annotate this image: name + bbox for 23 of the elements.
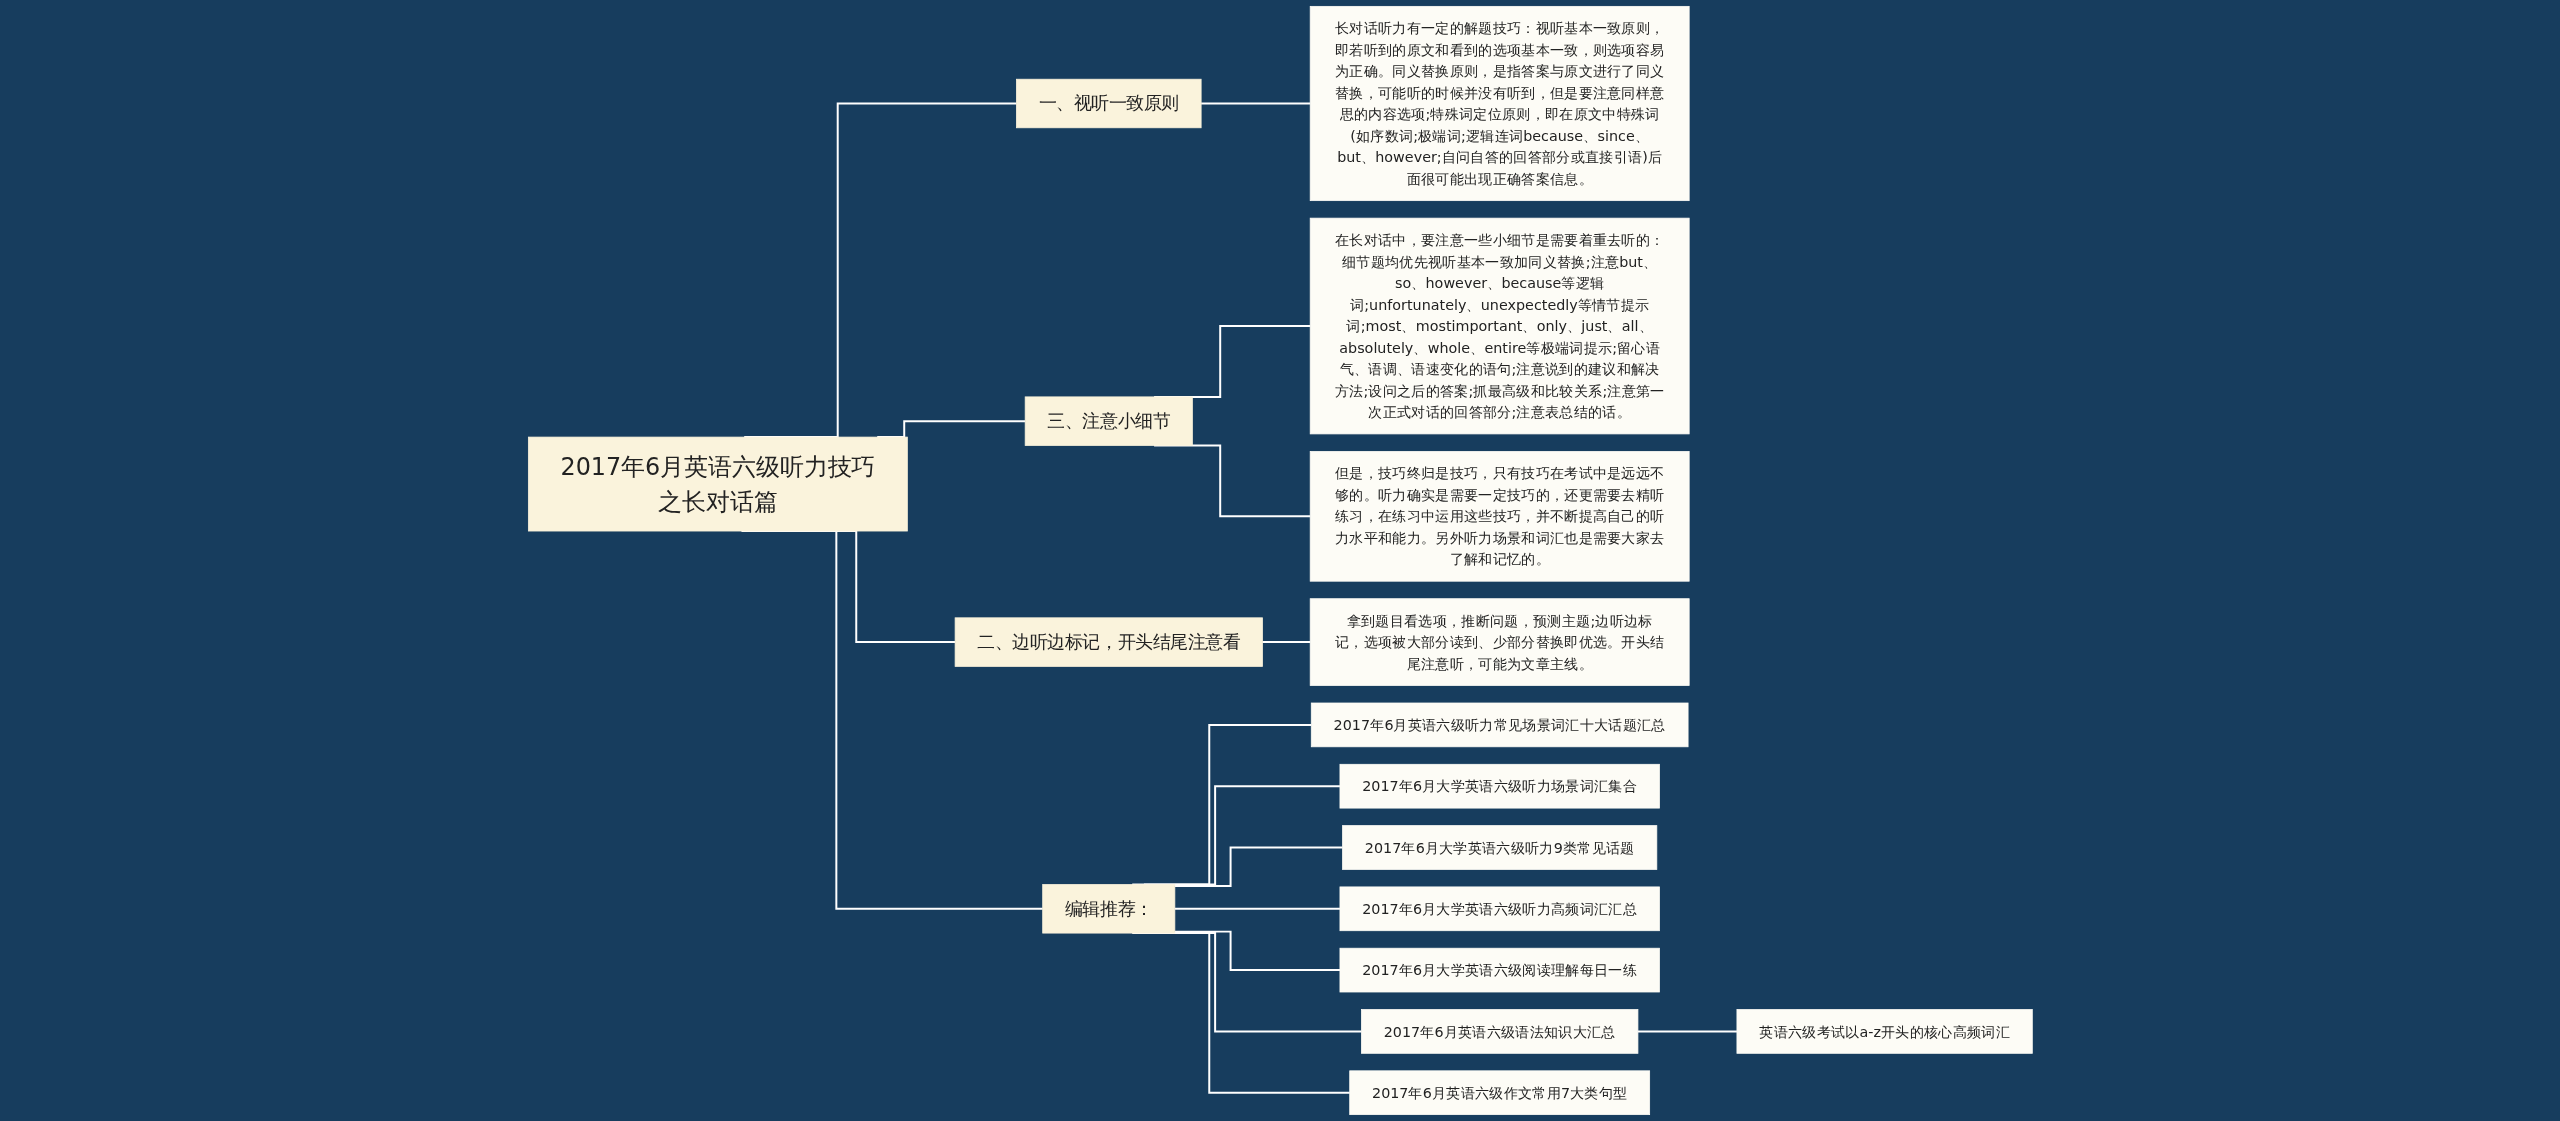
node-box: 英语六级考试以a-z开头的核心高频词汇 <box>1736 1009 2033 1054</box>
node-box: 2017年6月大学英语六级阅读理解每日一练 <box>1339 947 1660 993</box>
node-box: 拿到题目看选项，推断问题，预测主题;边听边标记，选项被大部分读到、少部分替换即优选。开头结尾注意听，可能为文章主线。 <box>1309 598 1690 686</box>
node-box: 2017年6月大学英语六级听力场景词汇集合 <box>1339 763 1660 809</box>
node-box: 2017年6月英语六级听力技巧之长对话篇 <box>527 436 908 532</box>
connector <box>1199 102 1311 105</box>
node-box: 三、注意小细节 <box>1024 396 1193 446</box>
node-box: 2017年6月大学英语六级听力9类常见话题 <box>1341 825 1657 870</box>
node-box: 二、边听边标记，开头结尾注意看 <box>954 617 1263 667</box>
connector <box>1261 641 1311 644</box>
node-box: 长对话听力有一定的解题技巧：视听基本一致原则，即若听到的原文和看到的选项基本一致，则选项容易为正确。同义替换原则，是指答案与原文进行了同义替换，可能听的时候并没有听到，但是要注意同样意思的内容选项;特殊词定位原则，即在原文中特殊词(如序数词;极端词;逻辑连词because、since、but、however;自问自答的回答部分或直接引语)后面很可能出现正确答案信息。 <box>1309 5 1690 202</box>
connector <box>1173 930 1341 972</box>
node-box: 编辑推荐： <box>1041 884 1175 934</box>
connector <box>1173 846 1344 887</box>
node-box: 在长对话中，要注意一些小细节是需要着重去听的：细节题均优先视听基本一致加同义替换;注意but、so、however、because等逻辑词;unfortunately、unexpectedly等情节提示词;most、mostimportant、only、just、all、absolutely、whole、entire等极端词提示;留心语气、语调、语速变化的语句;注意说到的建议和解决方法;设问之后的答案;抓最高级和比较关系;注意第一次正式对话的回答部分;注意表总结的话。 <box>1309 217 1690 435</box>
connector <box>1173 907 1341 910</box>
node-box: 2017年6月英语六级听力常见场景词汇十大话题汇总 <box>1310 702 1689 748</box>
node-box: 但是，技巧终归是技巧，只有技巧在考试中是远远不够的。听力确实是需要一定技巧的，还更需要去精听练习，在练习中运用这些技巧，并不断提高自己的听力水平和能力。另外听力场景和词汇也是需要大家去了解和记忆的。 <box>1309 451 1690 582</box>
node-box: 2017年6月大学英语六级听力高频词汇汇总 <box>1339 886 1660 932</box>
node-box: 2017年6月英语六级作文常用7大类句型 <box>1349 1070 1650 1115</box>
node-box: 2017年6月英语六级语法知识大汇总 <box>1360 1009 1638 1054</box>
node-box: 一、视听一致原则 <box>1015 78 1202 129</box>
connector <box>1636 1030 1738 1033</box>
